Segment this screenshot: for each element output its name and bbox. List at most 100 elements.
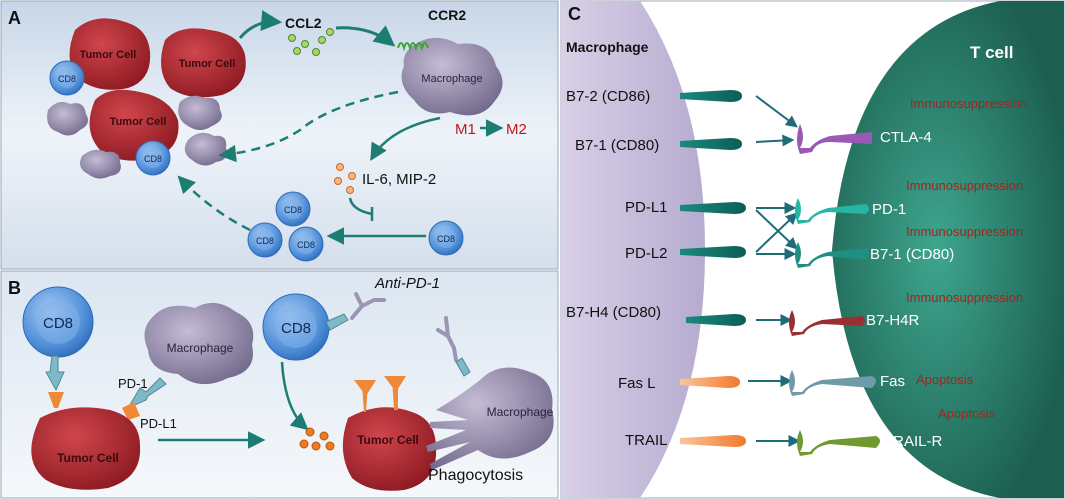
panel-a: A Tumor Cell Tumor Cell Tumor Cell	[0, 0, 559, 270]
ligand-labels: B7-2 (CD86) B7-1 (CD80) PD-L1 PD-L2 B7-H…	[566, 88, 668, 449]
receptor-label-trailr: TRAIL-R	[884, 433, 943, 450]
svg-text:Tumor Cell: Tumor Cell	[179, 58, 236, 70]
svg-text:CD8: CD8	[297, 240, 315, 250]
cytokine-label: IL-6, MIP-2	[362, 171, 436, 188]
svg-text:CD8: CD8	[256, 236, 274, 246]
ligand-icon-fasl	[680, 376, 740, 388]
svg-text:Macrophage: Macrophage	[487, 405, 554, 419]
effect-label-3: Immunosuppression	[906, 224, 1023, 239]
svg-text:Macrophage: Macrophage	[167, 341, 234, 355]
svg-text:CD8: CD8	[144, 154, 162, 164]
ccl2-to-ccr2-arrow	[335, 25, 396, 47]
pdl1-ligand-icon	[122, 402, 140, 420]
tumor-cell-b2: Tumor Cell	[342, 407, 437, 491]
m2-label: M2	[506, 121, 527, 138]
macrophage-to-tumor-dashed-arrow	[218, 90, 399, 163]
cd8-cell-b1: CD8	[22, 286, 94, 358]
macrophage-pd1-icon-b2	[455, 357, 471, 377]
cd8-cell-a1: CD8	[49, 60, 85, 96]
cd8-pd1-icon	[325, 313, 349, 331]
ligand-label-trail: TRAIL	[625, 432, 668, 449]
svg-text:CD8: CD8	[58, 74, 76, 84]
ligand-label-pdl1: PD-L1	[625, 199, 668, 216]
svg-text:Tumor Cell: Tumor Cell	[110, 116, 167, 128]
pd1-receptor-icon	[48, 392, 64, 408]
effect-label-1: Immunosuppression	[910, 96, 1027, 111]
ligand-label-fasl: Fas L	[618, 375, 656, 392]
receptor-labels: CTLA-4 PD-1 B7-1 (CD80) B7-H4R Fas TRAIL…	[866, 129, 954, 450]
cd8-cytotoxic-arrow	[280, 361, 309, 431]
svg-text:CD8: CD8	[43, 315, 73, 332]
cd8-cell-a6: CD8	[428, 220, 464, 256]
anti-pd1-antibody-icon-1	[350, 292, 386, 320]
ligand-label-b71: B7-1 (CD80)	[575, 137, 659, 154]
m1-label: M1	[455, 121, 476, 138]
cd8-cell-a4: CD8	[247, 222, 283, 258]
receptor-icon-b71	[795, 242, 869, 268]
macrophage-to-cytokine-arrow	[370, 116, 441, 162]
panel-b: B CD8 Macrophage PD-1 PD-L1 Tumor Cell	[0, 270, 559, 499]
macrophage-a: Macrophage	[401, 37, 503, 116]
svg-text:Tumor Cell: Tumor Cell	[57, 451, 119, 465]
ccr2-receptor-icon	[397, 42, 429, 52]
panel-c: C Macrophage T cell B7-2 (CD86) B7-1 (CD…	[560, 0, 1065, 499]
effect-label-6: Apoptosis	[938, 406, 996, 421]
small-macrophage-a4	[80, 149, 121, 179]
cd8-to-tumor-dashed-arrow	[177, 175, 251, 232]
ccl2-release-arrow	[238, 10, 283, 39]
granule-dots	[299, 427, 335, 451]
cytokine-dots	[334, 163, 356, 194]
macrophage-membrane	[562, 1, 705, 498]
ligand-icon-b71	[680, 138, 742, 150]
macrophage-title: Macrophage	[566, 39, 649, 55]
panel-a-letter: A	[8, 8, 21, 28]
ccl2-dots	[288, 28, 334, 56]
inhibition-line	[348, 197, 373, 216]
svg-text:CD8: CD8	[284, 205, 302, 215]
tcr-receptor-icon	[45, 355, 65, 392]
svg-text:Macrophage: Macrophage	[421, 73, 482, 85]
receptor-label-b7h4r: B7-H4R	[866, 312, 920, 329]
ccl2-label: CCL2	[285, 15, 322, 31]
receptor-label-ctla4: CTLA-4	[880, 129, 932, 146]
cd8-cell-b2: CD8	[262, 293, 330, 361]
ccr2-label: CCR2	[428, 7, 466, 23]
ligand-label-b7h4: B7-H4 (CD80)	[566, 304, 661, 321]
cd8-cell-a2: CD8	[135, 140, 171, 176]
effect-labels: Immunosuppression Immunosuppression Immu…	[906, 96, 1027, 421]
tcell-title: T cell	[970, 43, 1013, 62]
tumor-cell-a1: Tumor Cell	[69, 18, 151, 90]
svg-text:CD8: CD8	[281, 320, 311, 337]
effect-label-4: Immunosuppression	[906, 290, 1023, 305]
binding-arrows	[748, 95, 801, 447]
ligand-icon-b7h4	[686, 314, 746, 326]
receptor-icon-fas	[789, 370, 876, 396]
panel-b-letter: B	[8, 278, 21, 298]
panel-c-letter: C	[568, 4, 581, 24]
receptor-icon-b7h4r	[789, 310, 865, 336]
phagocytosis-label: Phagocytosis	[428, 467, 523, 484]
macrophage-pd1-icon	[126, 377, 167, 410]
receptor-icons	[789, 124, 880, 456]
pdl1-ligand-b2-1	[354, 380, 376, 412]
tcell-body	[832, 1, 1064, 498]
small-macrophage-a2	[178, 95, 222, 130]
pdl1-ligand-b2-2	[384, 376, 406, 410]
effect-label-2: Immunosuppression	[906, 178, 1023, 193]
receptor-icon-pd1	[795, 198, 869, 224]
receptor-icon-ctla4	[797, 124, 872, 154]
small-macrophage-a1	[47, 102, 88, 136]
svg-text:CD8: CD8	[437, 234, 455, 244]
ligand-icon-trail	[680, 435, 746, 447]
cd8-cell-a3: CD8	[275, 191, 311, 227]
ligand-icon-pdl2	[680, 246, 746, 258]
ligand-label-b72: B7-2 (CD86)	[566, 88, 650, 105]
ligand-label-pdl2: PD-L2	[625, 245, 668, 262]
ligand-icon-pdl1	[680, 202, 746, 214]
macrophage-b2: Macrophage	[426, 367, 554, 470]
cd8-cell-a5: CD8	[288, 226, 324, 262]
receptor-label-pd1: PD-1	[872, 201, 906, 218]
receptor-label-fas: Fas	[880, 373, 905, 390]
effect-label-5: Apoptosis	[916, 372, 974, 387]
ligand-icon-b72	[680, 90, 742, 102]
